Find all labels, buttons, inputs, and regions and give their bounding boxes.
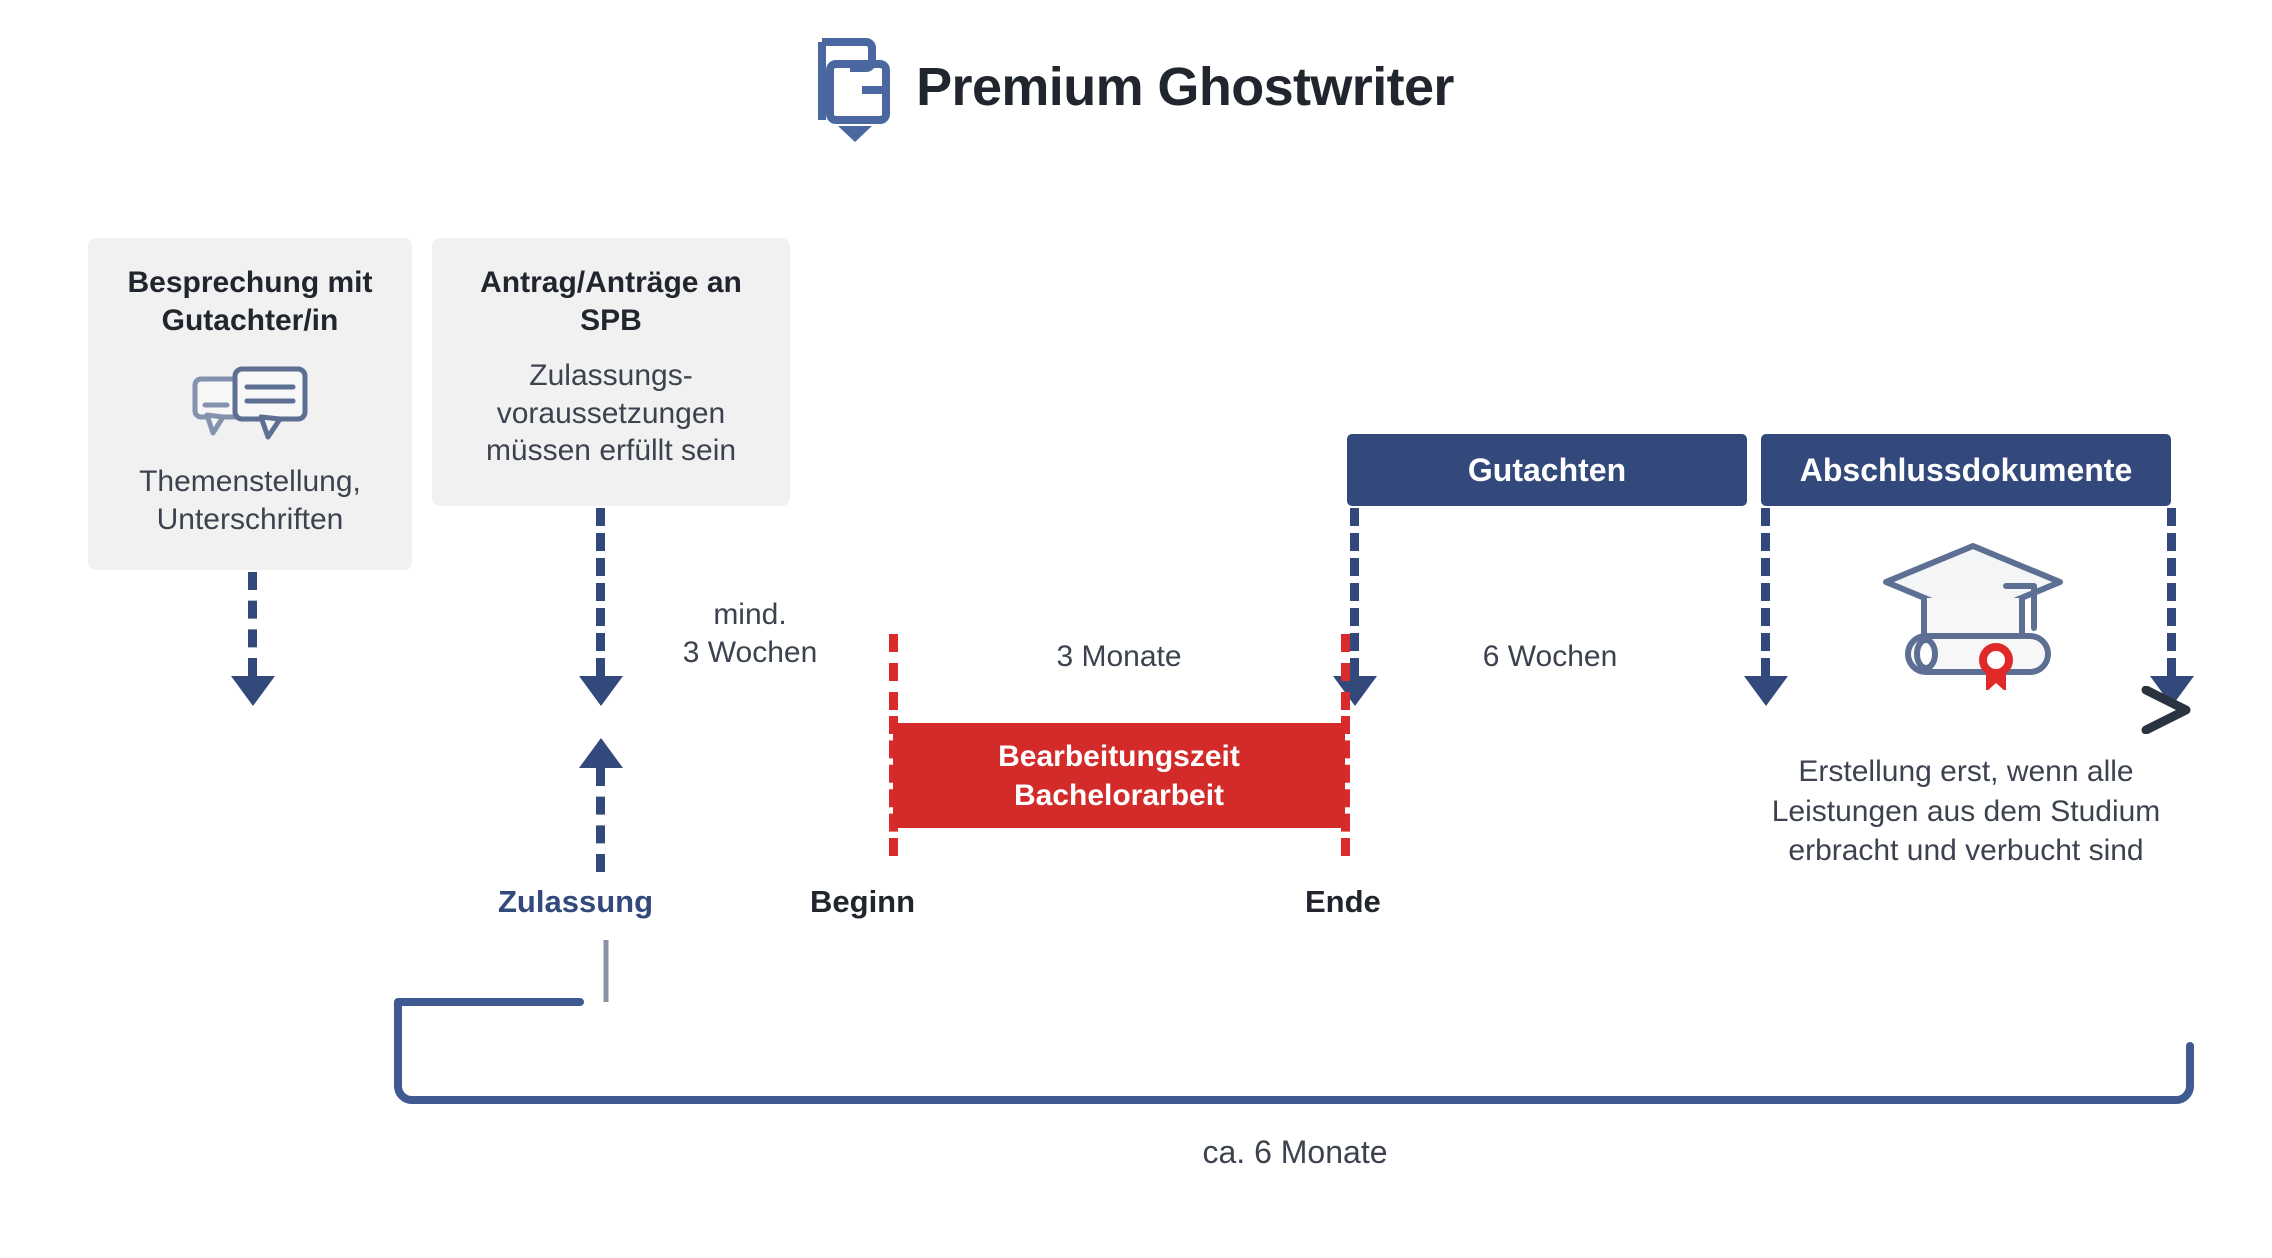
interval-label-vorlauf: mind. 3 Wochen <box>682 598 818 669</box>
arrow-gutachten-start-icon <box>1333 676 1377 706</box>
total-span-label: ca. 6 Monate <box>1202 1134 1388 1170</box>
connector-gutachten-end <box>1761 508 1770 676</box>
milestone-ende: Ende <box>1305 884 1381 919</box>
speech-bubbles-icon <box>192 366 308 440</box>
bar-bearbeitungszeit: Bearbeitungszeit Bachelorarbeit <box>893 723 1345 828</box>
card-besprechung-subtitle: Themenstellung, Unterschriften <box>139 464 361 536</box>
brand-header: Premium Ghostwriter <box>0 28 2272 146</box>
arrow-zulassung-icon <box>579 738 623 768</box>
arrow-gutachten-end-icon <box>1744 676 1788 706</box>
card-besprechung-title: Besprechung mit Gutachter/in <box>127 266 373 338</box>
connector-gutachten-start <box>1350 508 1359 676</box>
milestone-zulassung: Zulassung <box>498 884 654 919</box>
marker-ende-above <box>1341 634 1350 710</box>
marker-beginn-above <box>889 634 898 710</box>
milestone-beginn: Beginn <box>810 884 916 919</box>
card-antrag: Antrag/Anträge an SPB Zulassungs-vorauss… <box>432 238 790 506</box>
chip-gutachten: Gutachten <box>1347 434 1747 506</box>
bar-bearbeitungszeit-line2: Bachelorarbeit <box>1013 778 1225 812</box>
marker-ende-below <box>1341 716 1350 856</box>
note-abschlussdokumente: Erstellung erst, wenn alle Leistungen au… <box>1771 755 2161 868</box>
timeline-axis <box>78 686 2191 734</box>
graduation-cap-diploma-icon <box>1883 543 2063 690</box>
brand-title: Premium Ghostwriter <box>916 57 1454 117</box>
interval-label-bearbeitung: 3 Monate <box>1056 640 1182 673</box>
card-antrag-title: Antrag/Anträge an SPB <box>480 266 742 338</box>
connector-antrag <box>596 508 605 676</box>
total-span-bracket <box>394 940 2194 1104</box>
card-antrag-subtitle: Zulassungs-voraussetzungen müssen erfüll… <box>485 358 737 468</box>
bar-bearbeitungszeit-line1: Bearbeitungszeit <box>998 739 1240 773</box>
arrow-antrag-icon <box>579 676 623 706</box>
chip-abschlussdokumente: Abschlussdokumente <box>1761 434 2171 506</box>
connector-besprechung <box>248 572 257 676</box>
pg-monogram-icon <box>818 38 891 142</box>
interval-label-gutachten: 6 Wochen <box>1482 640 1618 673</box>
connector-zulassung <box>596 768 605 872</box>
connector-abschluss-end <box>2167 508 2176 676</box>
card-besprechung: Besprechung mit Gutachter/in Themenstell… <box>88 238 412 570</box>
arrow-besprechung-icon <box>231 676 275 706</box>
